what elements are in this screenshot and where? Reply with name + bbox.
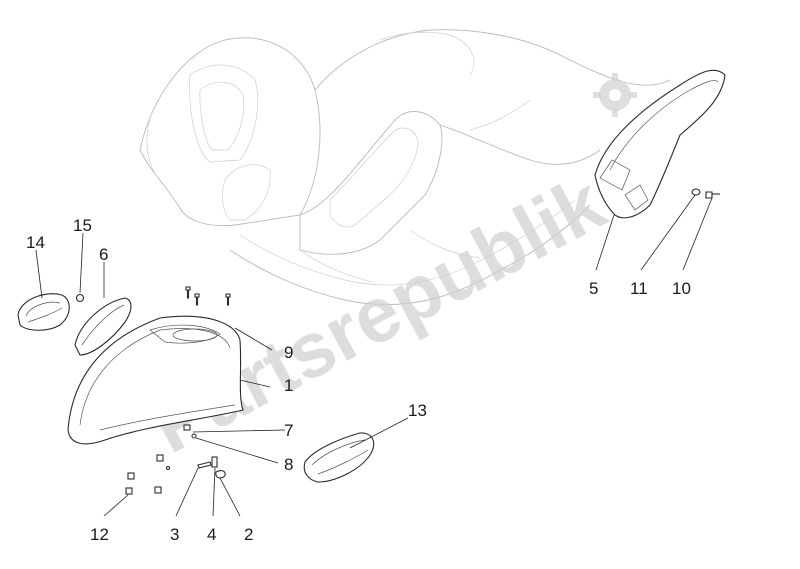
fasteners-7-8 — [183, 424, 197, 439]
watermark: Partsrepublik — [137, 158, 619, 470]
callout-5: 5 — [589, 279, 598, 298]
scooter-body-outline — [139, 29, 671, 305]
watermark-text: Partsrepublik — [137, 158, 619, 470]
gear-logo-icon — [593, 73, 637, 117]
callout-10: 10 — [672, 279, 691, 298]
callout-8: 8 — [284, 455, 293, 474]
callout-6: 6 — [99, 245, 108, 264]
right-reflector-part — [303, 432, 375, 483]
fasteners-12 — [125, 454, 171, 495]
callout-9: 9 — [284, 343, 293, 362]
callout-13: 13 — [408, 401, 427, 420]
callout-14: 14 — [26, 233, 45, 252]
left-reflector-part — [17, 293, 70, 331]
leader-lines — [35, 194, 713, 517]
fasteners-10-11 — [691, 188, 720, 199]
callout-3: 3 — [170, 525, 179, 544]
screws-9 — [185, 286, 231, 306]
callout-2: 2 — [244, 525, 253, 544]
callout-12: 12 — [90, 525, 109, 544]
nut-part — [75, 293, 85, 303]
cover-part — [74, 297, 132, 356]
rear-mudguard-part — [594, 69, 726, 219]
callout-11: 11 — [630, 279, 648, 298]
callout-labels: 14 15 6 9 1 7 8 13 12 3 4 2 5 11 10 — [26, 216, 691, 544]
callout-15: 15 — [73, 216, 92, 235]
front-fender-part — [67, 315, 244, 445]
callout-7: 7 — [284, 421, 293, 440]
callout-1: 1 — [284, 376, 293, 395]
callout-4: 4 — [207, 525, 216, 544]
fasteners-2-3-4 — [197, 456, 226, 479]
